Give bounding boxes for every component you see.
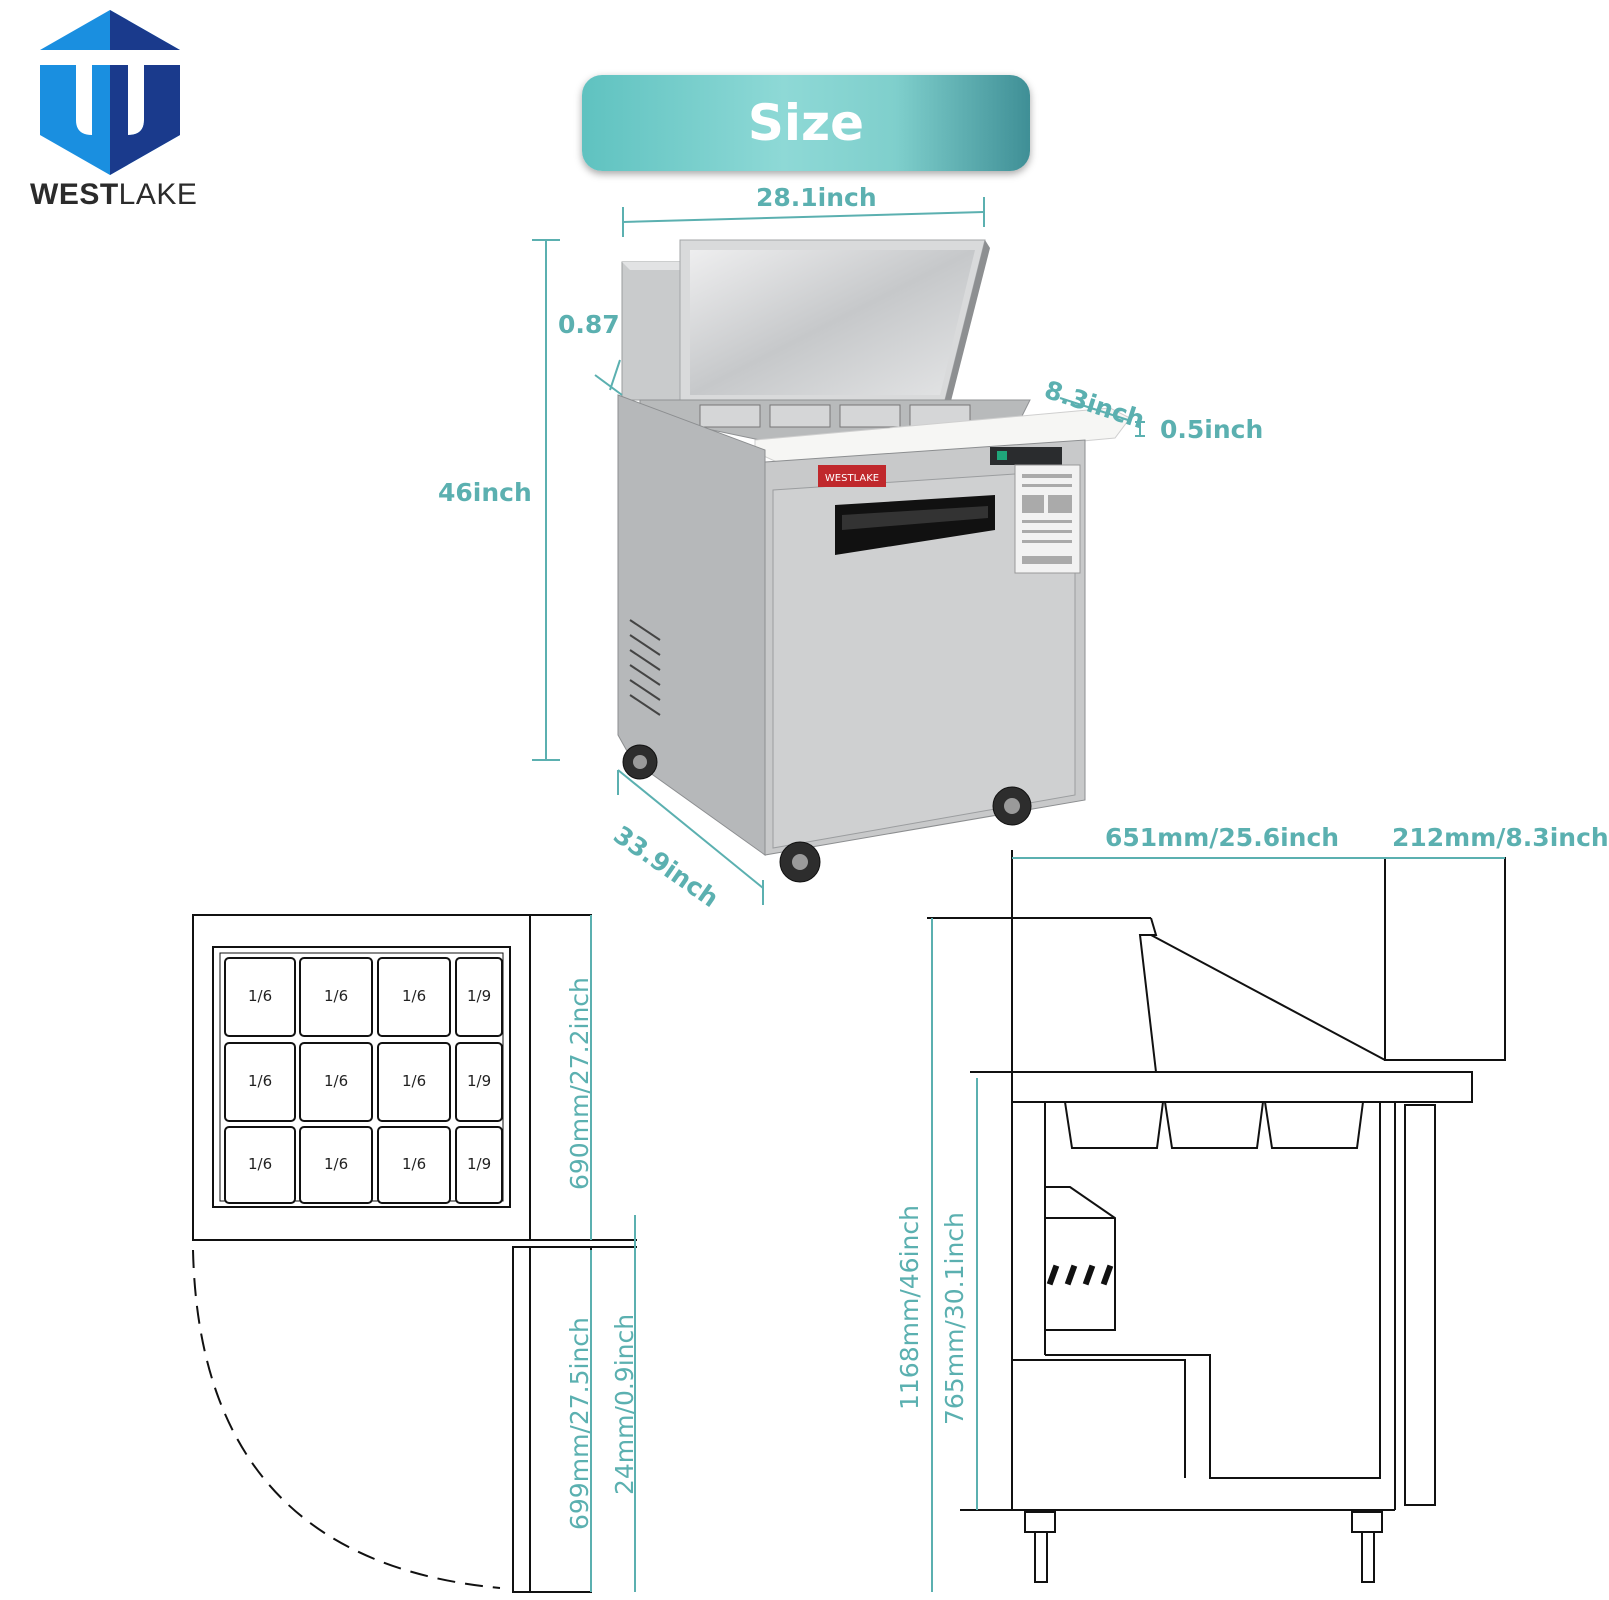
pan-label: 1/9: [467, 1072, 492, 1090]
pan-slot: [299, 1042, 373, 1122]
pan-label: 1/6: [248, 987, 273, 1005]
dim-top-depth: 690mm/27.2inch: [565, 977, 594, 1190]
pan-slot: [377, 1126, 451, 1204]
dim-door-depth: 699mm/27.5inch: [565, 1317, 594, 1530]
pan-slot: [455, 1126, 503, 1204]
pan-label: 1/6: [402, 987, 427, 1005]
dim-height: 46inch: [438, 478, 532, 507]
pan-slot: [224, 1042, 296, 1122]
pan-label: 1/6: [248, 1155, 273, 1173]
pan-slot: [377, 957, 451, 1037]
compressor-coils: [1046, 1264, 1114, 1286]
logo-icon: [40, 10, 180, 175]
pan-grid: [224, 957, 503, 1204]
pan-slot: [299, 1126, 373, 1204]
dim-door-gap: 24mm/0.9inch: [610, 1313, 639, 1495]
pan-label: 1/6: [402, 1155, 427, 1173]
dim-top-width: 651mm/25.6inch: [1105, 823, 1340, 852]
title-banner: Size: [582, 75, 1030, 171]
brand-name: WESTLAKE: [30, 178, 197, 212]
pan-slot: [299, 957, 373, 1037]
dim-board-thickness: 0.5inch: [1160, 415, 1264, 444]
pan-label: 1/6: [324, 1155, 349, 1173]
side-view-dimension-lines: [931, 857, 1505, 1592]
pan-slot: [455, 957, 503, 1037]
photo-dimension-lines: [532, 197, 1145, 905]
top-view-outline: [192, 914, 637, 1593]
top-view-dimension-lines: [590, 915, 636, 1592]
pan-label: 1/6: [324, 987, 349, 1005]
pan-label: 1/6: [402, 1072, 427, 1090]
pan-label: 1/6: [324, 1072, 349, 1090]
dim-width: 28.1inch: [756, 183, 877, 212]
brand-logo: [40, 10, 180, 175]
side-view-outline: [927, 850, 1506, 1583]
unit-badge-text: WESTLAKE: [825, 473, 879, 484]
pan-slot: [377, 1042, 451, 1122]
dim-work-height: 765mm/30.1inch: [940, 1212, 969, 1425]
dim-lid: 0.87: [558, 310, 620, 339]
page-title: Size: [747, 94, 865, 152]
pan-slot: [224, 1126, 296, 1204]
pan-label: 1/9: [467, 987, 492, 1005]
product-illustration: WESTLAKE: [617, 239, 1131, 883]
brand-name-light: LAKE: [118, 178, 198, 211]
dim-total-height: 1168mm/46inch: [895, 1205, 924, 1410]
pan-label: 1/6: [248, 1072, 273, 1090]
pan-slot: [455, 1042, 503, 1122]
pan-slot: [224, 957, 296, 1037]
pan-label: 1/9: [467, 1155, 492, 1173]
brand-name-bold: WEST: [30, 178, 119, 211]
dim-board-width: 212mm/8.3inch: [1392, 823, 1609, 852]
